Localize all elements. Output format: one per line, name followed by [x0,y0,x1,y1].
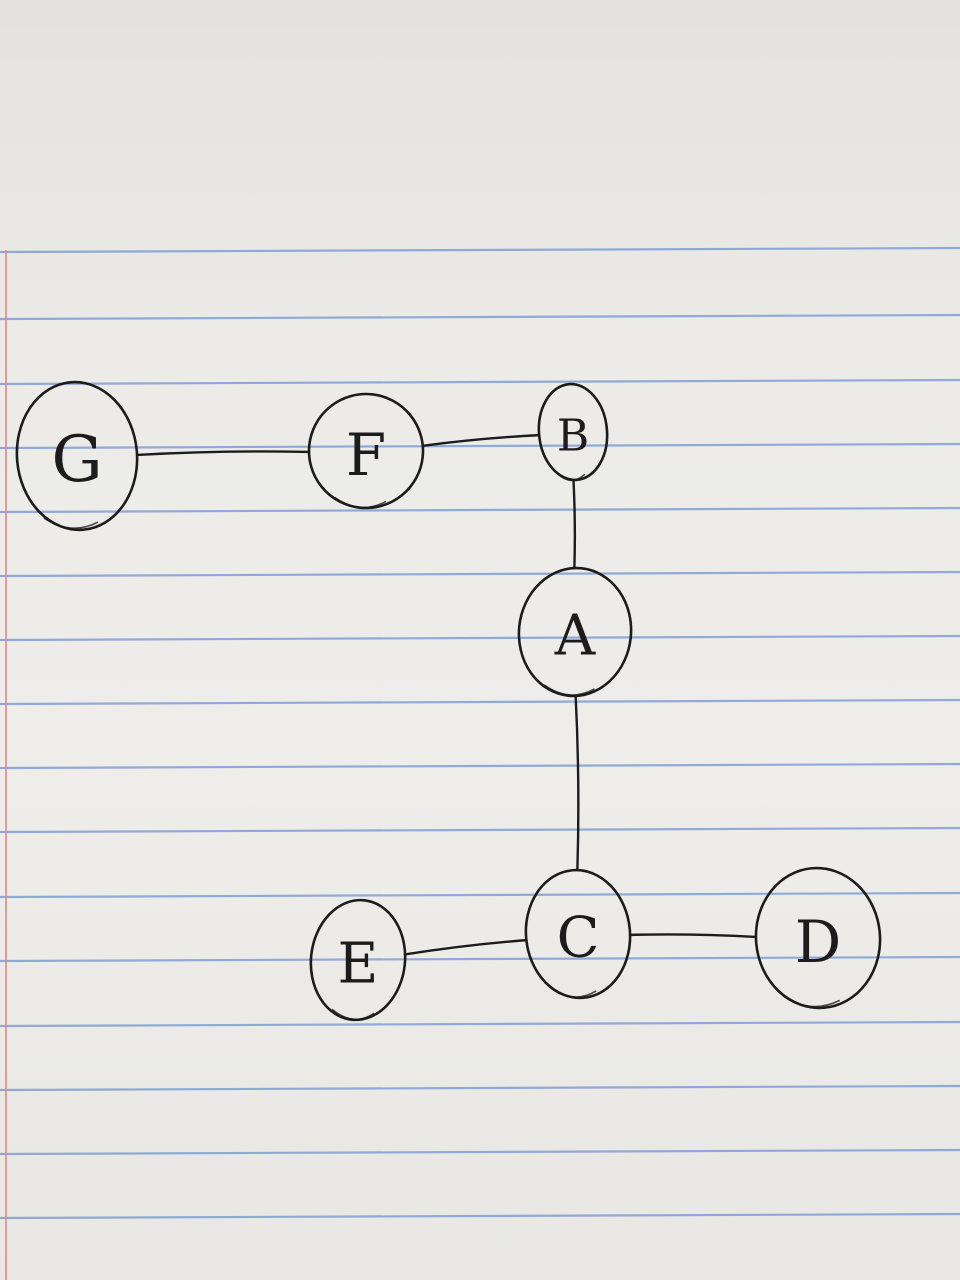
node-label-e: E [338,932,379,997]
ruled-line [0,313,960,321]
ruled-line [0,826,960,834]
ruled-line [0,442,960,450]
node-circle-stroke [43,517,99,529]
ruled-line [0,1084,960,1092]
edge-c-d [628,933,758,939]
node-circle [517,566,633,698]
ruled-line [0,698,960,706]
edge-g-f [135,450,311,457]
ruled-line [0,1148,960,1156]
ruled-line [0,1020,960,1028]
node-c: C [524,868,632,1000]
node-label-d: D [795,908,842,976]
ruled-line [0,762,960,770]
edge-a-c [574,694,580,872]
node-label-b: B [557,411,589,462]
node-circle [15,380,139,532]
ruled-lines [0,246,960,1220]
ruled-line [0,955,960,963]
node-circle-stroke [543,684,595,696]
node-b: B [537,382,609,482]
edge-e-c [403,938,528,956]
node-label-g: G [51,423,102,497]
node-circle-stroke [553,469,586,481]
ruled-line [0,570,960,578]
node-circle-stroke [548,986,597,998]
ruled-line [0,378,960,386]
ruled-line [0,634,960,642]
graph-edges [135,433,758,956]
node-circle [524,868,632,1000]
node-circle-stroke [783,995,841,1008]
ruled-line [0,246,960,254]
graph-nodes: G F B A C E D [15,380,882,1022]
node-f: F [307,392,425,510]
node-label-f: F [346,421,386,489]
node-a: A [517,566,633,698]
edge-b-a [572,478,577,570]
node-label-a: A [554,604,596,669]
node-e: E [309,898,407,1022]
node-g: G [15,380,139,532]
ruled-line [0,1212,960,1220]
node-circle-stroke [331,1008,375,1020]
node-circle-stroke [334,496,387,509]
ruled-line [0,891,960,899]
edge-f-b [421,433,541,447]
ruled-line [0,506,960,514]
node-circle [754,866,882,1010]
node-d: D [754,866,882,1010]
node-label-c: C [557,906,600,971]
